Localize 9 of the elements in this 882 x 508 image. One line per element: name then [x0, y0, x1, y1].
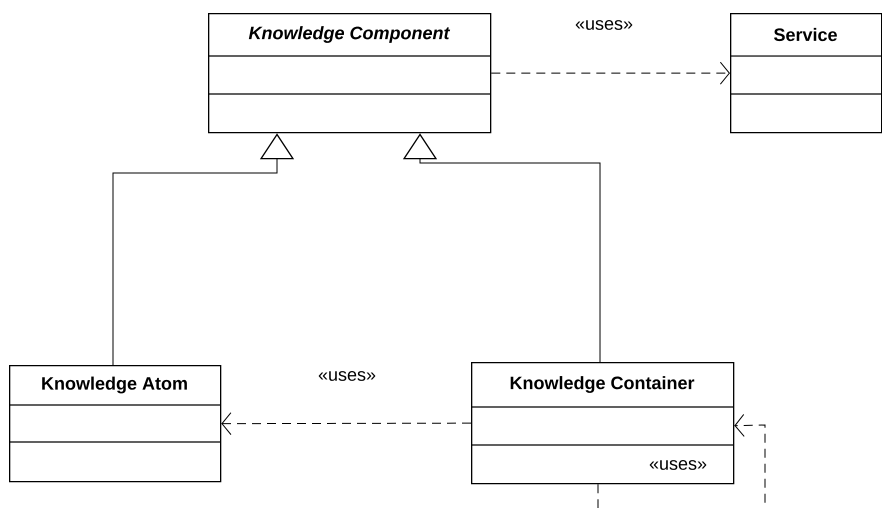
edge-label: «uses»: [648, 459, 708, 471]
edge-label: «uses»: [316, 370, 378, 382]
arrow: [221, 412, 472, 436]
arrow: [490, 62, 730, 85]
class-box: Service: [730, 13, 882, 134]
edge-label: «uses»: [574, 19, 634, 31]
class-box: Knowledge Atom: [9, 365, 222, 482]
class-box: Knowledge Component: [208, 13, 492, 134]
arrow: [598, 414, 766, 508]
